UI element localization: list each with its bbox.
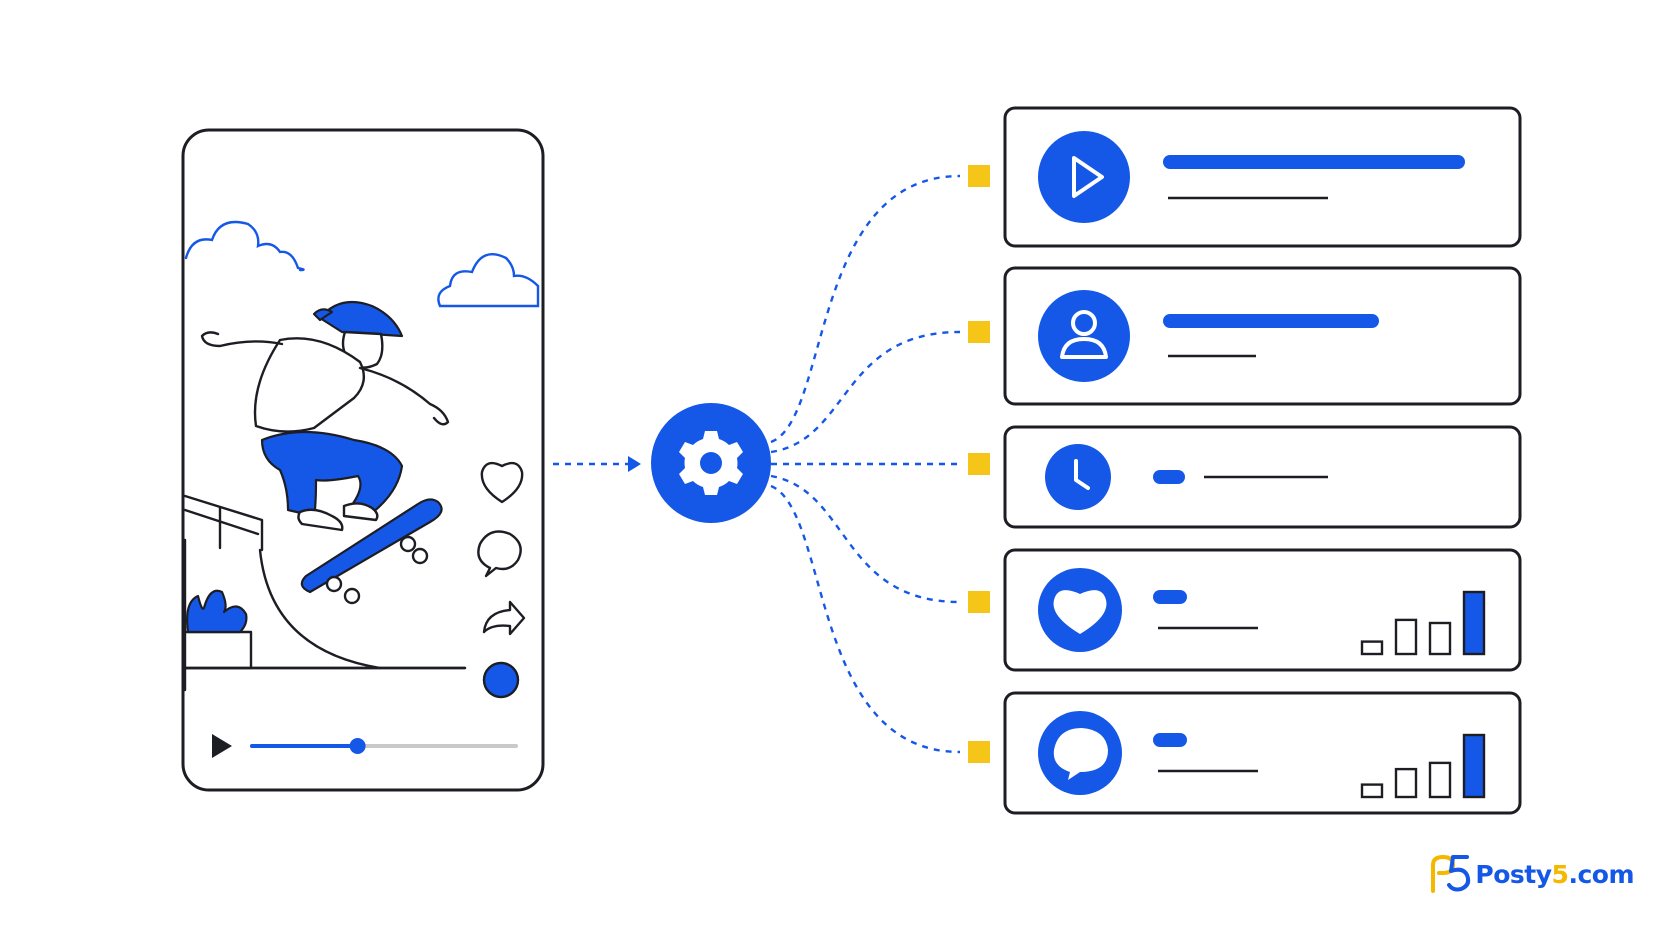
skateboarder-illustration bbox=[200, 300, 450, 605]
brand-wordmark: Posty5.com bbox=[1475, 860, 1634, 889]
p5-logo-icon bbox=[1431, 854, 1471, 893]
skate-ramp bbox=[183, 494, 467, 692]
phone-mockup bbox=[181, 128, 545, 792]
bar bbox=[1394, 767, 1418, 799]
comment-icon[interactable] bbox=[477, 530, 522, 578]
card-time[interactable] bbox=[1003, 425, 1522, 529]
brand-logo[interactable]: Posty5.com bbox=[1427, 853, 1634, 895]
brand-name: Posty bbox=[1475, 859, 1552, 889]
gear-icon bbox=[679, 431, 743, 495]
connector-node bbox=[968, 165, 990, 187]
record-dot[interactable] bbox=[482, 661, 520, 699]
comment-icon bbox=[1053, 728, 1108, 780]
cloud-left-icon bbox=[184, 220, 305, 272]
clock-icon bbox=[1074, 459, 1090, 490]
bar-chart bbox=[1360, 590, 1486, 656]
card-comments[interactable] bbox=[1003, 691, 1522, 815]
bar bbox=[1462, 733, 1486, 799]
brand-tld: .com bbox=[1568, 859, 1634, 889]
bar bbox=[1360, 783, 1384, 799]
share-icon[interactable] bbox=[482, 600, 526, 636]
flow-arrow bbox=[553, 456, 641, 472]
brand-digit: 5 bbox=[1551, 859, 1569, 889]
connector-node bbox=[968, 321, 990, 343]
connector-node bbox=[968, 591, 990, 613]
connectors bbox=[770, 165, 990, 763]
play-icon[interactable] bbox=[212, 734, 232, 758]
bar bbox=[1462, 590, 1486, 656]
card-video[interactable] bbox=[1003, 106, 1522, 248]
cloud-right-icon bbox=[437, 253, 540, 308]
card-user[interactable] bbox=[1003, 266, 1522, 406]
hub-node[interactable] bbox=[651, 403, 771, 523]
play-icon bbox=[1072, 156, 1104, 198]
user-icon bbox=[1060, 310, 1108, 359]
bar bbox=[1394, 618, 1418, 656]
bar bbox=[1360, 640, 1384, 656]
bar-chart bbox=[1360, 733, 1486, 799]
connector-node bbox=[968, 741, 990, 763]
bar bbox=[1428, 761, 1452, 799]
bar bbox=[1428, 621, 1452, 656]
heart-icon bbox=[1053, 590, 1107, 634]
connector-node bbox=[968, 453, 990, 475]
card-likes[interactable] bbox=[1003, 548, 1522, 672]
progress-handle[interactable] bbox=[349, 738, 366, 754]
heart-icon[interactable] bbox=[480, 461, 524, 504]
